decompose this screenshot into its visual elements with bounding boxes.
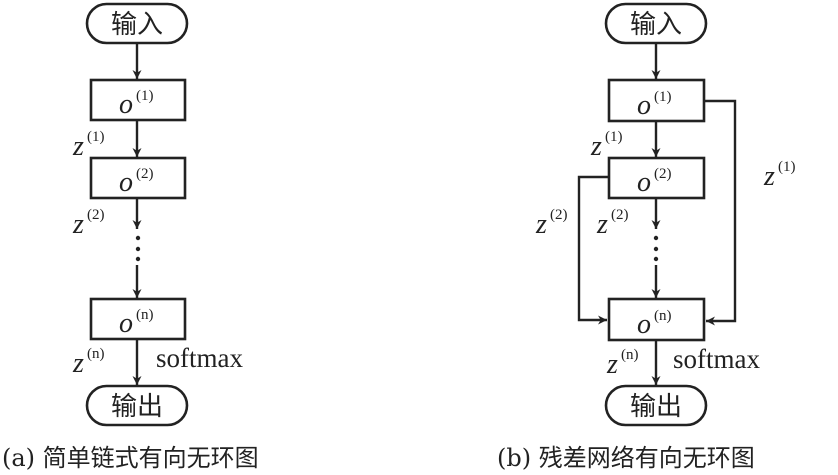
- edge-base: z: [535, 209, 547, 240]
- output-label: 输出: [111, 392, 163, 422]
- node-sup: (2): [136, 166, 154, 182]
- output-label: 输出: [630, 392, 682, 422]
- ellipsis-b: [653, 235, 659, 262]
- edge-base: z: [72, 131, 84, 162]
- edge-base: z: [590, 131, 602, 162]
- node-sup: (n): [136, 307, 154, 323]
- edge-sup: (1): [87, 129, 105, 145]
- node-box: [89, 156, 187, 200]
- input-label: 输入: [111, 10, 163, 40]
- edge-label-z1-b: z (1): [590, 129, 623, 162]
- edge-sup: (1): [605, 129, 623, 145]
- caption-a: (a) 简单链式有向无环图: [2, 444, 259, 472]
- caption-b: (b) 残差网络有向无环图: [497, 444, 755, 472]
- node-base: o: [637, 167, 651, 198]
- edge-label-z2-a: z (2): [72, 207, 105, 240]
- node-o1-a: o (1): [89, 78, 187, 122]
- output-terminal-b: 输出: [604, 384, 708, 427]
- edge-sup: (n): [621, 347, 639, 363]
- softmax-label-a: softmax: [156, 343, 243, 373]
- node-base: o: [119, 308, 133, 339]
- edge-sup: (n): [87, 346, 105, 362]
- input-label: 输入: [630, 10, 682, 40]
- diagram-b: 输入 o (1) z (1) z (1) o (2) z (2): [497, 2, 796, 472]
- edge-sup: (1): [778, 159, 796, 175]
- skip-label-z2-b: z (2): [535, 207, 568, 240]
- skip-edge-o2-to-on: [577, 175, 609, 325]
- edge-sup: (2): [87, 207, 105, 223]
- node-o2-b: o (2): [607, 156, 706, 200]
- edge-base: z: [72, 348, 84, 379]
- edge-base: z: [606, 349, 618, 380]
- edge-sup: (2): [611, 207, 629, 223]
- edge-label-zn-a: z (n): [72, 346, 105, 379]
- edge-base: z: [763, 161, 775, 192]
- node-box: [89, 78, 187, 122]
- edge-base: z: [596, 209, 608, 240]
- diagram-a: 输入 o (1) z (1) o (2) z (2): [2, 2, 259, 472]
- output-node-shape: [604, 384, 708, 427]
- node-on-b: o (n): [607, 297, 706, 342]
- node-o1-b: o (1): [607, 78, 706, 123]
- edge-label-z2-b: z (2): [596, 207, 629, 240]
- edge-sup: (2): [550, 207, 568, 223]
- node-sup: (1): [654, 89, 672, 105]
- node-o2-a: o (2): [89, 156, 187, 200]
- node-base: o: [119, 167, 133, 198]
- output-node-shape: [85, 384, 189, 427]
- node-base: o: [637, 309, 651, 340]
- skip-label-z1-b: z (1): [763, 159, 796, 192]
- edge-base: z: [72, 209, 84, 240]
- skip-edge-o1-to-on: [704, 99, 737, 326]
- node-base: o: [119, 89, 133, 120]
- node-sup: (1): [136, 88, 154, 104]
- ellipsis-a: [135, 235, 141, 262]
- softmax-label-b: softmax: [673, 344, 760, 374]
- edge-label-zn-b: z (n): [606, 347, 639, 380]
- edge-label-z1-a: z (1): [72, 129, 105, 162]
- output-terminal-a: 输出: [85, 384, 189, 427]
- node-sup: (n): [654, 308, 672, 324]
- node-base: o: [637, 90, 651, 121]
- node-sup: (2): [654, 166, 672, 182]
- input-terminal-b: 输入: [604, 2, 708, 45]
- node-on-a: o (n): [89, 297, 187, 341]
- input-terminal-a: 输入: [85, 2, 189, 45]
